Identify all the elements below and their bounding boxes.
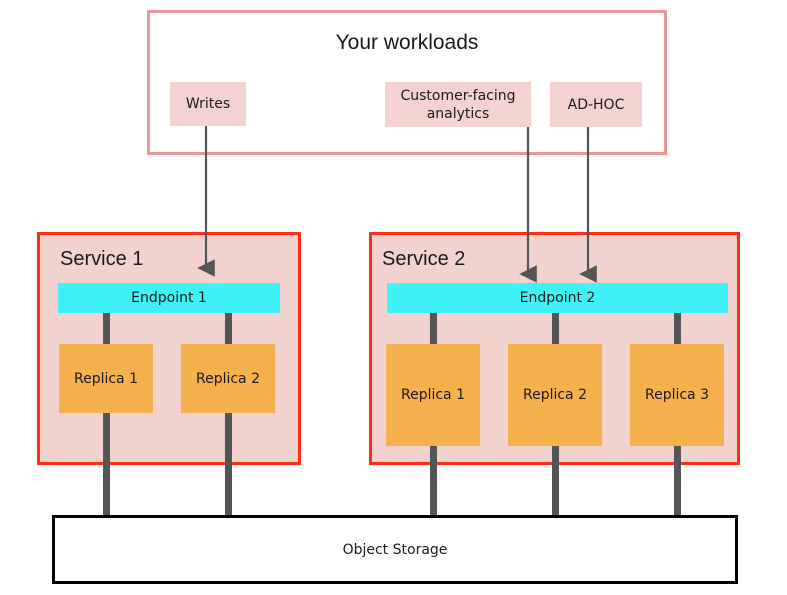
service-2-replica-2[interactable]: Replica 2 [508,344,602,446]
service-2-replica-3[interactable]: Replica 3 [630,344,724,446]
service-1-replica-1[interactable]: Replica 1 [59,344,153,413]
service-1-endpoint[interactable]: Endpoint 1 [58,283,280,313]
service-2-replica-1[interactable]: Replica 1 [386,344,480,446]
service-2-endpoint[interactable]: Endpoint 2 [387,283,728,313]
service-1-label: Service 1 [60,248,144,270]
object-storage-container [52,515,738,584]
workload-chip-customer-facing-analytics[interactable]: Customer-facing analytics [385,82,531,127]
your-workloads-title: Your workloads [335,31,479,54]
workload-chip-ad-hoc[interactable]: AD-HOC [550,82,642,127]
service-2-label: Service 2 [382,248,466,270]
object-storage-label: Object Storage [342,542,448,558]
workload-chip-writes[interactable]: Writes [170,82,246,126]
connector-service-1-replica-2 [225,311,232,516]
service-1-replica-2[interactable]: Replica 2 [181,344,275,413]
connector-service-1-replica-1 [103,311,110,516]
